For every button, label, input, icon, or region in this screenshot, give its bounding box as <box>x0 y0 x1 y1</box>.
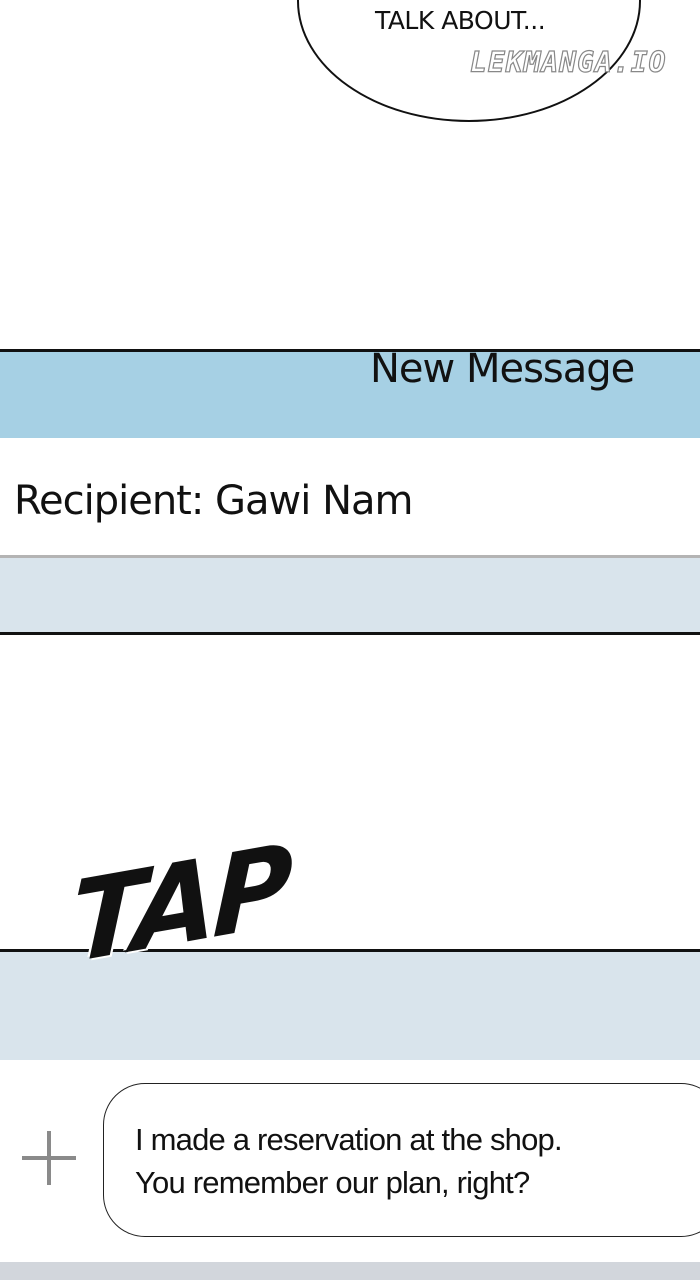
divider <box>0 555 700 558</box>
bottom-bar <box>0 1262 700 1280</box>
panel-border <box>0 349 700 352</box>
watermark: LEKMANGA.IO <box>469 45 667 79</box>
message-header <box>0 352 700 438</box>
plus-icon[interactable] <box>22 1131 76 1185</box>
message-line-2: You remember our plan, right? <box>135 1165 530 1200</box>
header-title: New Message <box>370 346 635 392</box>
panel-background <box>0 558 700 633</box>
message-input[interactable] <box>103 1083 700 1237</box>
speech-bubble-text: TALK ABOUT... <box>375 6 546 35</box>
message-line-1: I made a reservation at the shop. <box>135 1122 563 1157</box>
panel-background <box>0 952 700 1060</box>
panel-border <box>0 949 700 952</box>
message-text: I made a reservation at the shop. You re… <box>135 1118 563 1204</box>
recipient-field[interactable]: Recipient: Gawi Nam <box>14 478 413 524</box>
panel-border <box>0 632 700 635</box>
